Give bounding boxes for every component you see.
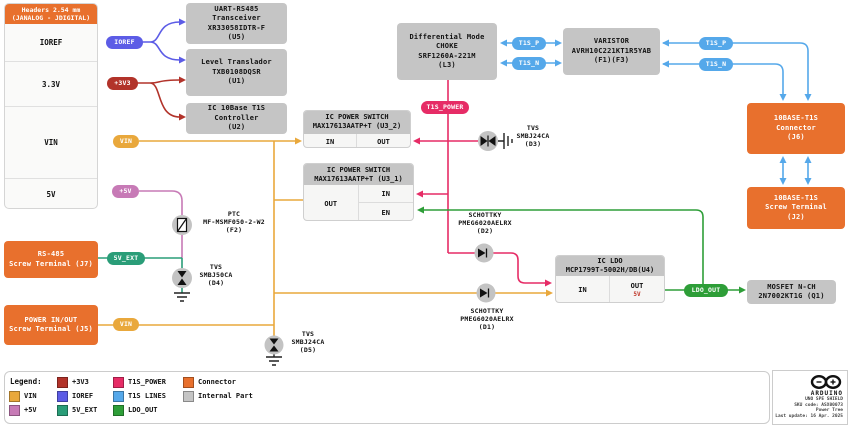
pill-t1s-n-right: T1S_N [699, 58, 733, 71]
header-row-vin: VIN [5, 106, 97, 178]
arduino-logo-icon [810, 374, 842, 390]
legend-swatch [113, 390, 124, 402]
p3v3-net [137, 79, 181, 118]
footer-line-last-update: Last update: 16 Apr. 2025 [775, 413, 843, 419]
u3-1-pin-in: IN [358, 185, 413, 203]
legend: Legend: +3V3 T1S_POWER Connector VIN IOR… [4, 371, 770, 424]
header-row-3v3: 3.3V [5, 61, 97, 106]
footer-line-shield: UNO SPE SHIELD [805, 397, 843, 402]
tvs-d5-icon [264, 335, 284, 355]
u3-1-pin-out: OUT [304, 185, 359, 220]
pill-t1s-p-left: T1S_P [512, 37, 546, 50]
legend-swatch [57, 390, 68, 402]
schottky-d2-icon [474, 243, 494, 263]
pill-t1s-power: T1S_POWER [421, 101, 469, 114]
legend-swatch [183, 390, 194, 402]
ground-symbols [174, 133, 513, 366]
fuse-f2-icon [172, 215, 192, 235]
pill-t1s-p-right: T1S_P [699, 37, 733, 50]
legend-swatch [57, 404, 68, 416]
legend-swatch [9, 390, 20, 402]
vin-net [98, 140, 547, 336]
tvs-d3-icon [478, 131, 498, 151]
legend-title: Legend: [10, 377, 42, 386]
headers-block: Headers 2.54 mm (JANALOG - JDIGITAL) IOR… [4, 3, 98, 209]
u3-2-pin-out: OUT [377, 137, 390, 146]
headers-title: Headers 2.54 mm (JANALOG - JDIGITAL) [5, 4, 97, 24]
header-row-5v: 5V [5, 178, 97, 208]
pill-t1s-n-left: T1S_N [512, 57, 546, 70]
pill-ioref: IOREF [106, 36, 143, 49]
legend-item-connector: Connector [183, 376, 236, 388]
footer-line-sku: SKU code: ASX00073 [794, 402, 843, 408]
legend-swatch [113, 376, 124, 388]
u4-out-voltage: 5V [633, 291, 641, 298]
legend-swatch [113, 404, 124, 416]
p5v-net [139, 190, 183, 258]
legend-swatch [9, 404, 20, 416]
legend-item-3v3: +3V3 [57, 376, 89, 388]
schottky-d1-icon [476, 283, 496, 303]
pill-5v-ext: 5V_EXT [107, 252, 145, 265]
legend-item-internal-part: Internal Part [183, 390, 253, 402]
u3-2-pin-in: IN [304, 134, 357, 147]
legend-item-5v-ext: 5V_EXT [57, 404, 97, 416]
legend-item-ioref: IOREF [57, 390, 93, 402]
arduino-brand: ARDUINO [810, 390, 843, 397]
u4-pin-out: OUT 5V [630, 282, 644, 298]
legend-item-t1s-power: T1S_POWER [113, 376, 166, 388]
legend-item-5v: +5V [9, 404, 37, 416]
pill-vin-j5: VIN [113, 318, 139, 331]
header-row-ioref: IOREF [39, 38, 63, 47]
tvs-d4-icon [172, 268, 192, 288]
u4-pin-in: IN [556, 276, 610, 302]
title-block: ARDUINO UNO SPE SHIELD SKU code: ASX0007… [772, 370, 848, 425]
footer-line-power-tree: Power Tree [815, 408, 843, 414]
pill-ldo-out: LDO_OUT [684, 284, 728, 297]
t1s-power-net [417, 80, 546, 284]
ioref-net [142, 21, 181, 61]
u3-1-pin-en: EN [381, 208, 390, 217]
legend-item-vin: VIN [9, 390, 37, 402]
pill-3v3: +3V3 [107, 77, 138, 90]
pill-vin-headers: VIN [113, 135, 139, 148]
legend-item-ldo-out: LDO_OUT [113, 404, 158, 416]
legend-swatch [183, 376, 194, 388]
legend-item-t1s-lines: T1S LINES [113, 390, 166, 402]
pill-5v: +5V [112, 185, 139, 198]
legend-swatch [57, 376, 68, 388]
